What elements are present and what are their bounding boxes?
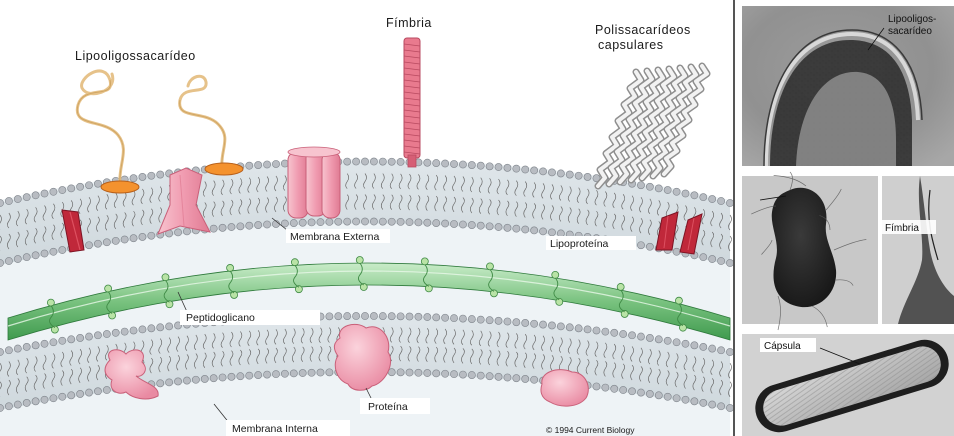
micrograph-top-label-1: Lipooligos- — [888, 14, 936, 25]
micrograph-capsule: Cápsula — [742, 334, 954, 436]
label-outer-membrane: Membrana Externa — [290, 231, 379, 243]
micrograph-fimbria: Fímbria — [742, 172, 954, 330]
label-fimbria: Fímbria — [386, 16, 432, 30]
micrograph-lipooligosaccharide: Lipooligos- sacarídeo — [742, 6, 954, 166]
label-peptidoglycan: Peptidoglicano — [186, 312, 255, 324]
cell-envelope-diagram: Lipooligossacarídeo Fímbria Polissacaríd… — [0, 0, 734, 436]
micrograph-middle-label: Fímbria — [885, 223, 919, 234]
label-inner-membrane: Membrana Interna — [232, 423, 318, 435]
label-capsular-line1: Polissacarídeos — [595, 23, 691, 37]
fimbria — [404, 38, 420, 167]
label-lipooligosaccharide: Lipooligossacarídeo — [75, 49, 196, 63]
label-protein: Proteína — [368, 401, 408, 413]
label-capsular-line2: capsulares — [598, 38, 663, 52]
micrograph-top-label-2: sacarídeo — [888, 26, 932, 37]
label-lipoprotein: Lipoproteína — [550, 238, 609, 250]
micrograph-bottom-label: Cápsula — [764, 341, 801, 352]
copyright-notice: © 1994 Current Biology — [546, 425, 635, 435]
